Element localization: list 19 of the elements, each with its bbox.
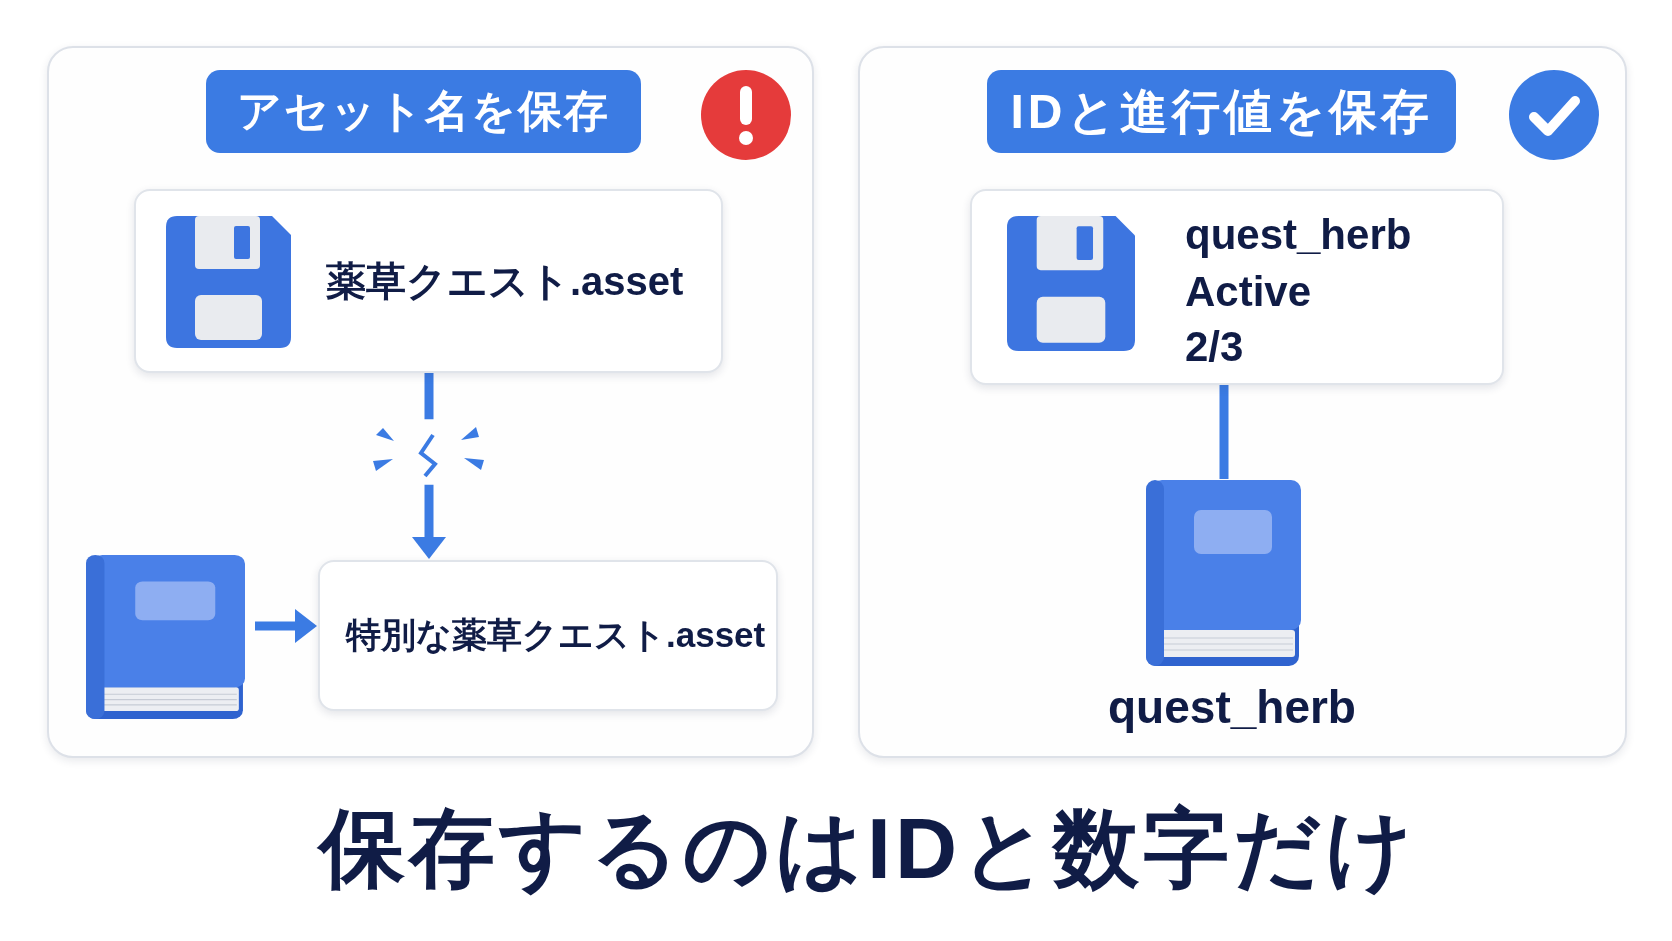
file-name: 特別な薬草クエスト.asset	[346, 614, 766, 656]
field-text: 2/3	[1185, 322, 1244, 372]
arrow	[255, 609, 317, 643]
file-card	[134, 189, 723, 373]
connector-line	[1219, 385, 1229, 479]
field-text: quest_herb	[1185, 210, 1412, 260]
heading-badge: アセット名を保存	[206, 70, 641, 153]
file-name: 薬草クエスト.asset	[326, 258, 684, 305]
panel	[858, 46, 1627, 758]
file-card	[318, 560, 778, 711]
label-text: quest_herb	[1108, 680, 1356, 735]
broken-arrow	[412, 373, 446, 559]
panel	[47, 46, 814, 758]
file-card	[970, 189, 1504, 385]
heading-badge: IDと進行値を保存	[987, 70, 1456, 153]
caption-text: 保存するのはIDと数字だけ	[319, 799, 1417, 898]
book-icon	[86, 555, 245, 719]
book-icon	[1146, 480, 1301, 666]
field-text: Active	[1185, 267, 1312, 317]
